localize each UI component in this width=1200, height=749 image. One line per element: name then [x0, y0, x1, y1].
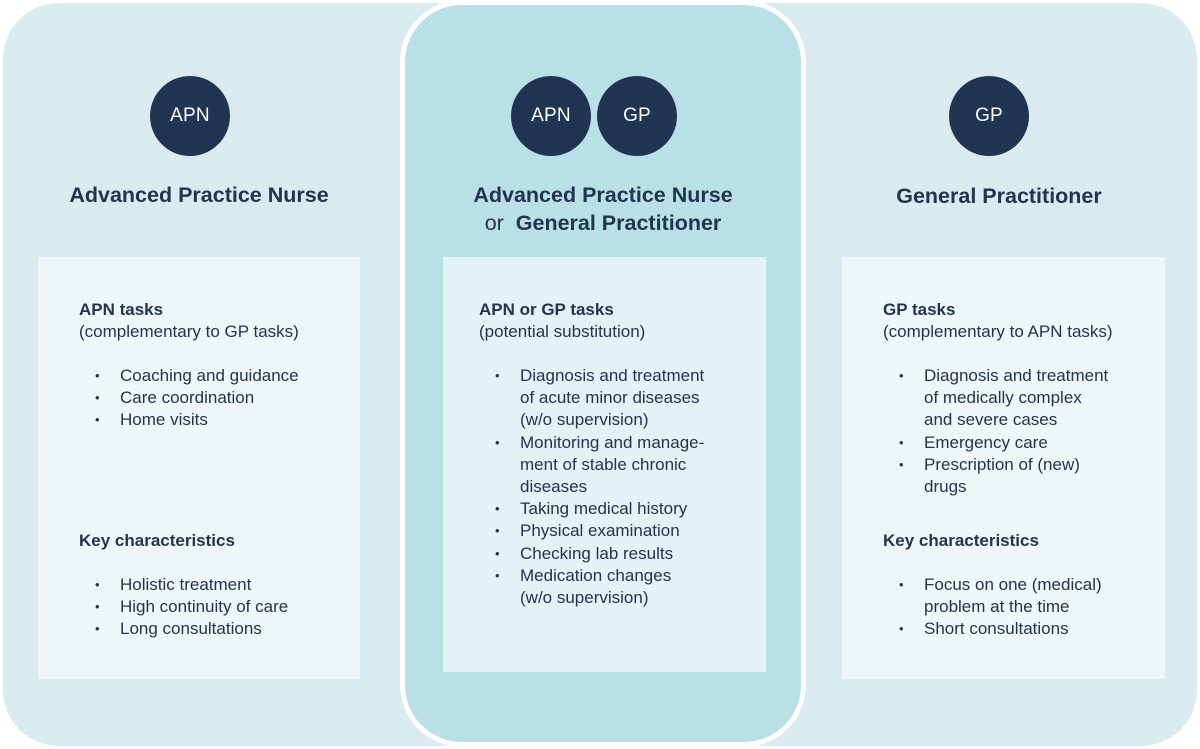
list-item: •Prescription of (new)drugs: [899, 454, 1080, 497]
list-item: •High continuity of care: [95, 597, 289, 617]
apn-badge: APN: [511, 76, 591, 156]
gp-heading: General Practitioner: [896, 184, 1102, 208]
apn-characteristics-title: Key characteristics: [79, 531, 235, 550]
list-item: •Taking medical history: [495, 499, 688, 519]
list-item: •Physical examination: [495, 521, 680, 541]
apn-card: APN tasks (complementary to GP tasks) •C…: [38, 257, 360, 679]
gp-tasks-subtitle: (complementary to APN tasks): [883, 322, 1113, 341]
gp-badge: GP: [597, 76, 677, 156]
apn-heading: Advanced Practice Nurse: [69, 183, 329, 207]
apn-tasks-list: •Coaching and guidance •Care coordinatio…: [79, 365, 360, 432]
apn-tasks-title: APN tasks: [79, 300, 164, 319]
list-item: •Long consultations: [95, 619, 262, 639]
gp-characteristics-title: Key characteristics: [883, 531, 1039, 550]
gp-card: GP tasks (complementary to APN tasks) •D…: [842, 257, 1165, 679]
shared-heading-line1: Advanced Practice Nurse: [473, 183, 733, 207]
gp-badge: GP: [949, 76, 1029, 156]
apn-characteristics-list: •Holistic treatment •High continuity of …: [79, 574, 288, 641]
shared-tasks-subtitle: (potential substitution): [479, 322, 646, 341]
gp-tasks-title: GP tasks: [883, 300, 956, 319]
list-item: •Emergency care: [899, 432, 1048, 452]
list-item: •Focus on one (medical)problem at the ti…: [899, 575, 1102, 617]
shared-heading: Advanced Practice Nurse or General Pract…: [410, 181, 796, 237]
list-item: •Coaching and guidance: [95, 366, 299, 385]
list-item: •Short consultations: [899, 619, 1069, 639]
list-item: •Checking lab results: [495, 543, 674, 563]
shared-card: APN or GP tasks (potential substitution)…: [443, 257, 766, 672]
apn-badge: APN: [150, 76, 230, 156]
apn-badge-label: APN: [531, 105, 571, 126]
apn-badge-label: APN: [170, 105, 210, 126]
list-item: •Holistic treatment: [95, 575, 252, 594]
list-item: •Home visits: [95, 410, 208, 430]
list-item: •Medication changes(w/o supervision): [495, 565, 672, 608]
gp-characteristics: Key characteristics •Focus on one (medic…: [883, 530, 1102, 641]
list-item: •Care coordination: [95, 388, 255, 408]
gp-characteristics-list: •Focus on one (medical)problem at the ti…: [883, 574, 1102, 641]
apn-tasks-subtitle: (complementary to GP tasks): [79, 322, 299, 341]
shared-heading-line2: or General Practitioner: [484, 211, 722, 235]
list-item: •Monitoring and manage-ment of stable ch…: [495, 432, 705, 497]
gp-badge-label: GP: [975, 105, 1003, 126]
gp-badge-label: GP: [623, 105, 651, 126]
shared-tasks-title: APN or GP tasks: [479, 300, 614, 319]
apn-characteristics: Key characteristics •Holistic treatment …: [79, 530, 288, 641]
